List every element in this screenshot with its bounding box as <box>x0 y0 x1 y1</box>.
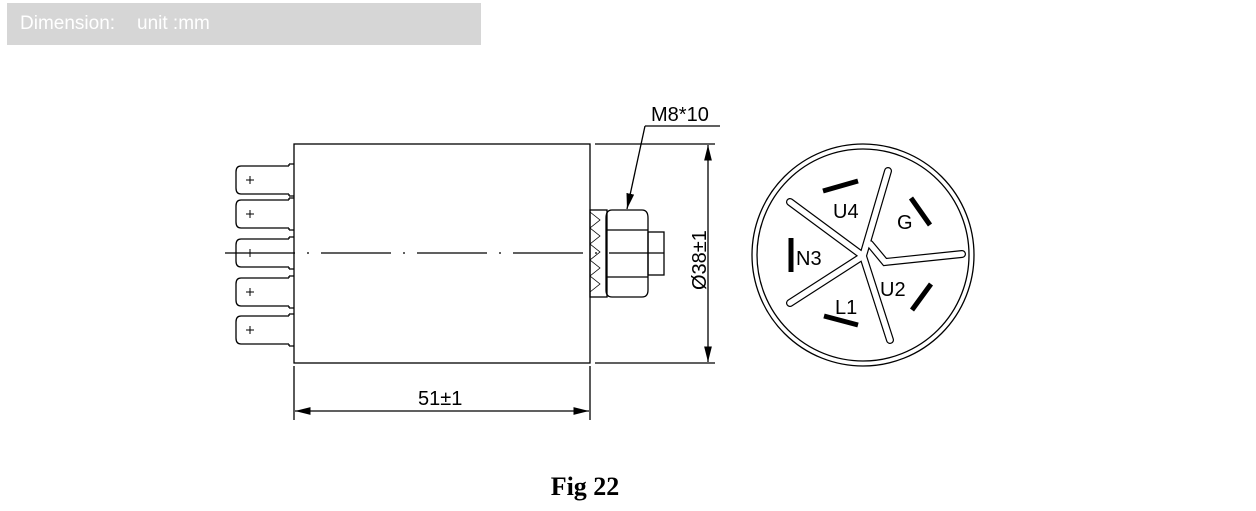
pin-label-l1: L1 <box>835 297 857 319</box>
terminal-tab <box>235 197 294 231</box>
length-dimension: 51±1 <box>293 366 591 420</box>
terminal-hole <box>246 249 254 257</box>
pin-label-u2: U2 <box>880 279 906 301</box>
pin-label-g: G <box>897 212 913 234</box>
terminal-tab <box>235 275 294 309</box>
dimension-header: Dimension: unit :mm <box>7 3 481 45</box>
pin-label-n3: N3 <box>796 248 822 270</box>
diameter-label: Ø38±1 <box>689 230 711 290</box>
terminals <box>235 163 294 347</box>
thread-callout: M8*10 <box>626 104 720 210</box>
pin-label-u4: U4 <box>833 201 859 223</box>
terminal-hole <box>246 288 254 296</box>
end-view: U4 G N3 U2 L1 <box>751 143 975 367</box>
terminal-hole <box>246 326 254 334</box>
terminal-hole <box>246 176 254 184</box>
terminal-hole <box>246 210 254 218</box>
unit-label: unit :mm <box>137 13 210 34</box>
thread-label: M8*10 <box>651 104 709 126</box>
terminal-tab <box>235 313 294 347</box>
terminal-tab <box>235 163 294 197</box>
dimension-label: Dimension: <box>20 13 116 34</box>
terminal-tab <box>235 236 294 270</box>
figure-caption: Fig 22 <box>550 472 620 501</box>
length-label: 51±1 <box>418 388 462 410</box>
diameter-dimension: Ø38±1 <box>595 143 715 364</box>
mounting-nut <box>589 209 665 298</box>
